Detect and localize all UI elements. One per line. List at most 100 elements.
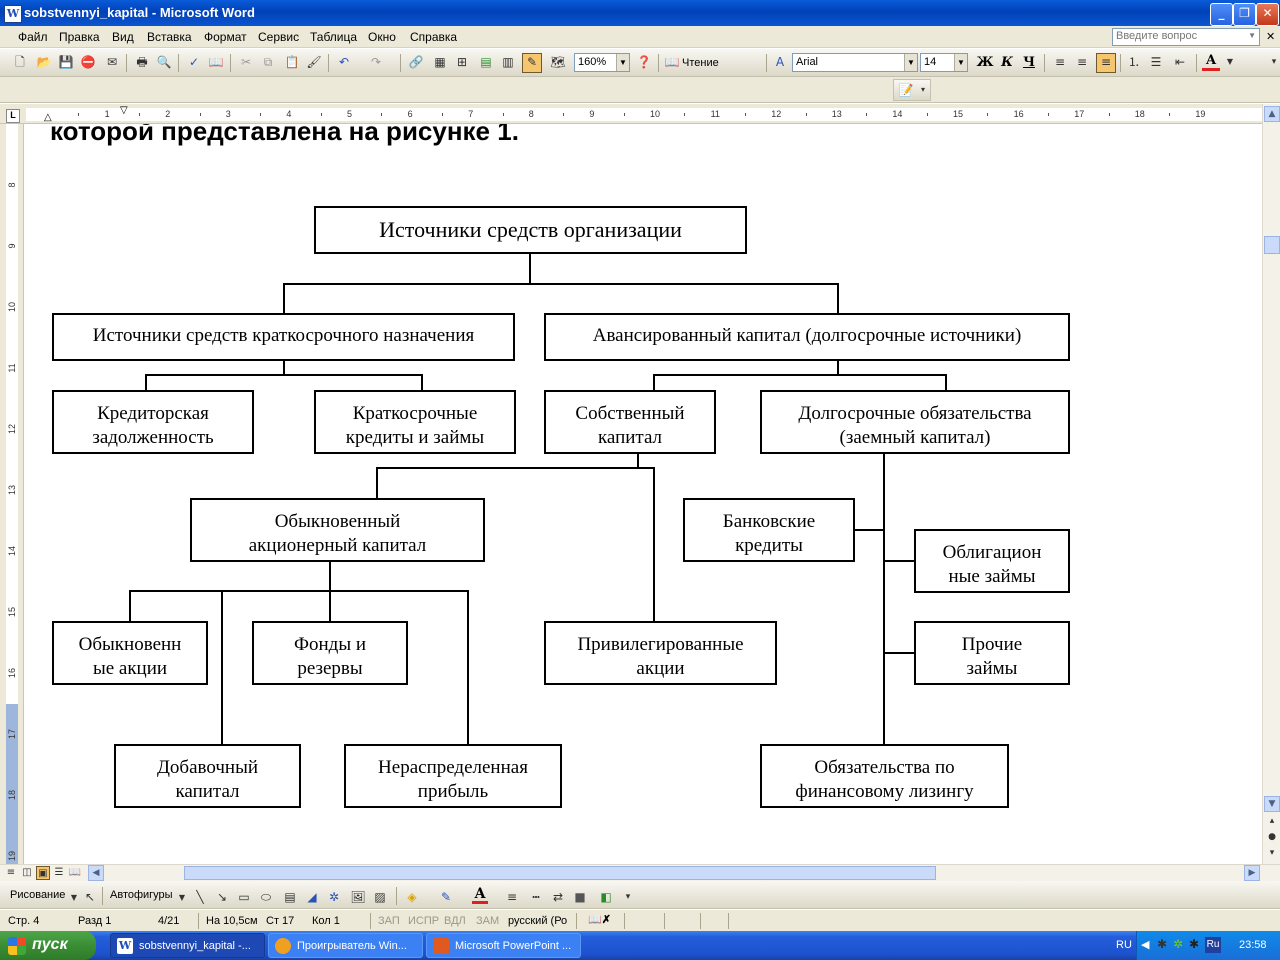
autoshapes-menu[interactable]: Автофигуры	[110, 889, 173, 901]
restore-button[interactable]: ❐	[1233, 3, 1256, 26]
print-icon[interactable]: 🖶	[136, 55, 148, 69]
scroll-up-icon[interactable]: ▲	[1264, 106, 1280, 122]
toolbar-options-icon[interactable]: ▾	[1271, 57, 1277, 67]
tray-virus-icon[interactable]: ✲	[1173, 937, 1184, 951]
menu-window[interactable]: Окно	[368, 30, 396, 44]
normal-view-icon[interactable]: ≡	[6, 867, 16, 878]
justify-icon[interactable]: ≡	[1096, 53, 1116, 73]
draw-font-color-icon[interactable]: A	[472, 887, 488, 904]
align-left-icon[interactable]: ≡	[1054, 55, 1066, 69]
help-dropdown-icon[interactable]: ▼	[1248, 31, 1256, 40]
draw-dropdown-icon[interactable]: ▼	[70, 893, 78, 902]
open-folder-icon[interactable]: 📂	[36, 55, 52, 69]
format-painter-icon[interactable]: 🖌	[306, 55, 322, 69]
styles-icon[interactable]: A	[775, 55, 785, 69]
clipart-icon[interactable]: 🖼	[350, 890, 366, 904]
print-preview-icon[interactable]: 🔍	[156, 55, 172, 69]
size-dropdown-icon[interactable]: ▼	[954, 54, 967, 71]
hyperlink-icon[interactable]: 🔗	[408, 55, 424, 69]
task-media-player[interactable]: Проигрыватель Win...	[268, 933, 423, 958]
task-powerpoint[interactable]: Microsoft PowerPoint ...	[426, 933, 581, 958]
line-color-icon[interactable]: ✎	[440, 890, 452, 904]
prev-page-icon[interactable]: ▴	[1269, 816, 1275, 826]
select-browse-object-icon[interactable]: ●	[1268, 832, 1276, 842]
insert-excel-icon[interactable]: ▤	[480, 55, 492, 69]
bold-button[interactable]: Ж	[976, 55, 994, 70]
input-language[interactable]: RU	[1116, 939, 1132, 951]
arrow-icon[interactable]: ↘	[216, 890, 228, 904]
menu-edit[interactable]: Правка	[59, 30, 100, 44]
redo-icon[interactable]: ↷	[370, 55, 382, 69]
textbox-icon[interactable]: ▤	[284, 890, 296, 904]
zoom-dropdown-icon[interactable]: ▼	[616, 54, 629, 71]
menu-format[interactable]: Формат	[204, 30, 247, 44]
tables-borders-icon[interactable]: ▦	[434, 55, 446, 69]
email-icon[interactable]: ✉	[106, 55, 118, 69]
new-doc-icon[interactable]: 🗋	[15, 55, 25, 69]
document-area[interactable]: которой представлена на рисунке 1. Источ…	[24, 124, 1262, 864]
oval-icon[interactable]: ⬭	[260, 890, 272, 904]
next-page-icon[interactable]: ▾	[1269, 848, 1275, 858]
font-color-icon[interactable]: A	[1202, 54, 1220, 71]
tray-spider-icon[interactable]: ✱	[1157, 937, 1168, 951]
copy-icon[interactable]: ⧉	[263, 55, 273, 69]
underline-button[interactable]: Ч	[1023, 55, 1035, 70]
tray-language-icon[interactable]: Ru	[1205, 937, 1221, 953]
bullets-icon[interactable]: ☰	[1150, 55, 1162, 69]
save-icon[interactable]: 💾	[58, 55, 74, 69]
align-center-icon[interactable]: ≡	[1076, 55, 1088, 69]
spelling-icon[interactable]: ✓	[188, 55, 200, 69]
read-icon[interactable]: 📖	[664, 55, 680, 69]
numbering-icon[interactable]: ⒈	[1127, 55, 1140, 69]
scroll-right-icon[interactable]: ▶	[1244, 865, 1260, 881]
diagram-icon[interactable]: ✲	[328, 890, 340, 904]
line-style-icon[interactable]: ≡	[506, 890, 518, 904]
line-icon[interactable]: ╲	[196, 890, 204, 904]
menu-table[interactable]: Таблица	[310, 30, 358, 44]
dash-style-icon[interactable]: ┅	[532, 890, 540, 904]
menu-view[interactable]: Вид	[112, 30, 134, 44]
font-dropdown-icon[interactable]: ▼	[904, 54, 917, 71]
drawing-options-icon[interactable]: ▾	[625, 892, 631, 902]
tray-bug-icon[interactable]: ✱	[1189, 937, 1200, 951]
status-ovr[interactable]: ЗАМ	[476, 915, 500, 927]
3d-icon[interactable]: ◧	[600, 890, 612, 904]
close-doc-icon[interactable]: ✕	[1266, 30, 1276, 43]
close-button[interactable]: ✕	[1256, 3, 1279, 26]
research-icon[interactable]: 📖	[208, 55, 224, 69]
font-color-dropdown-icon[interactable]: ▼	[1226, 57, 1234, 66]
task-word[interactable]: W sobstvennyi_kapital -...	[110, 933, 265, 958]
italic-button[interactable]: К	[1001, 55, 1013, 70]
arrow-style-icon[interactable]: ⇄	[552, 890, 564, 904]
horizontal-scrollbar[interactable]: ≡ ◫ ▣ ☰ 📖 ◀ ▶	[0, 864, 1280, 881]
columns-icon[interactable]: ▥	[502, 55, 514, 69]
rectangle-icon[interactable]: ▭	[238, 890, 250, 904]
scroll-down-icon[interactable]: ▼	[1264, 796, 1280, 812]
draw-menu[interactable]: Рисование	[10, 889, 66, 901]
scroll-left-icon[interactable]: ◀	[88, 865, 104, 881]
help-icon[interactable]: ❓	[636, 55, 652, 69]
permission-icon[interactable]: ⛔	[80, 55, 96, 69]
scroll-thumb[interactable]	[1264, 236, 1280, 254]
hscroll-thumb[interactable]	[184, 866, 936, 880]
menu-insert[interactable]: Вставка	[147, 30, 192, 44]
minimize-button[interactable]: _	[1210, 3, 1233, 26]
cut-icon[interactable]: ✂	[240, 55, 252, 69]
vertical-scrollbar[interactable]: ▲ ▼ ▴ ● ▾	[1262, 104, 1280, 864]
outline-view-icon[interactable]: ☰	[54, 867, 64, 878]
reviewing-pane-icon[interactable]: 📝	[898, 83, 914, 97]
reviewing-options-icon[interactable]: ▾	[920, 85, 925, 94]
menu-tools[interactable]: Сервис	[258, 30, 300, 44]
drawing-icon[interactable]: ✎	[522, 53, 542, 73]
undo-icon[interactable]: ↶	[338, 55, 350, 69]
insert-table-icon[interactable]: ⊞	[456, 55, 468, 69]
indent-icon[interactable]: ⇤	[1174, 55, 1186, 69]
web-view-icon[interactable]: ◫	[22, 867, 32, 878]
zoom-select[interactable]: 160% ▼	[574, 53, 630, 72]
select-objects-icon[interactable]: ↖	[84, 890, 96, 904]
reading-view-icon[interactable]: 📖	[68, 867, 82, 878]
document-map-icon[interactable]: 🗺	[550, 55, 566, 69]
read-button[interactable]: Чтение	[682, 57, 719, 69]
autoshapes-dropdown-icon[interactable]: ▼	[178, 893, 186, 902]
status-ext[interactable]: ВДЛ	[444, 915, 466, 927]
